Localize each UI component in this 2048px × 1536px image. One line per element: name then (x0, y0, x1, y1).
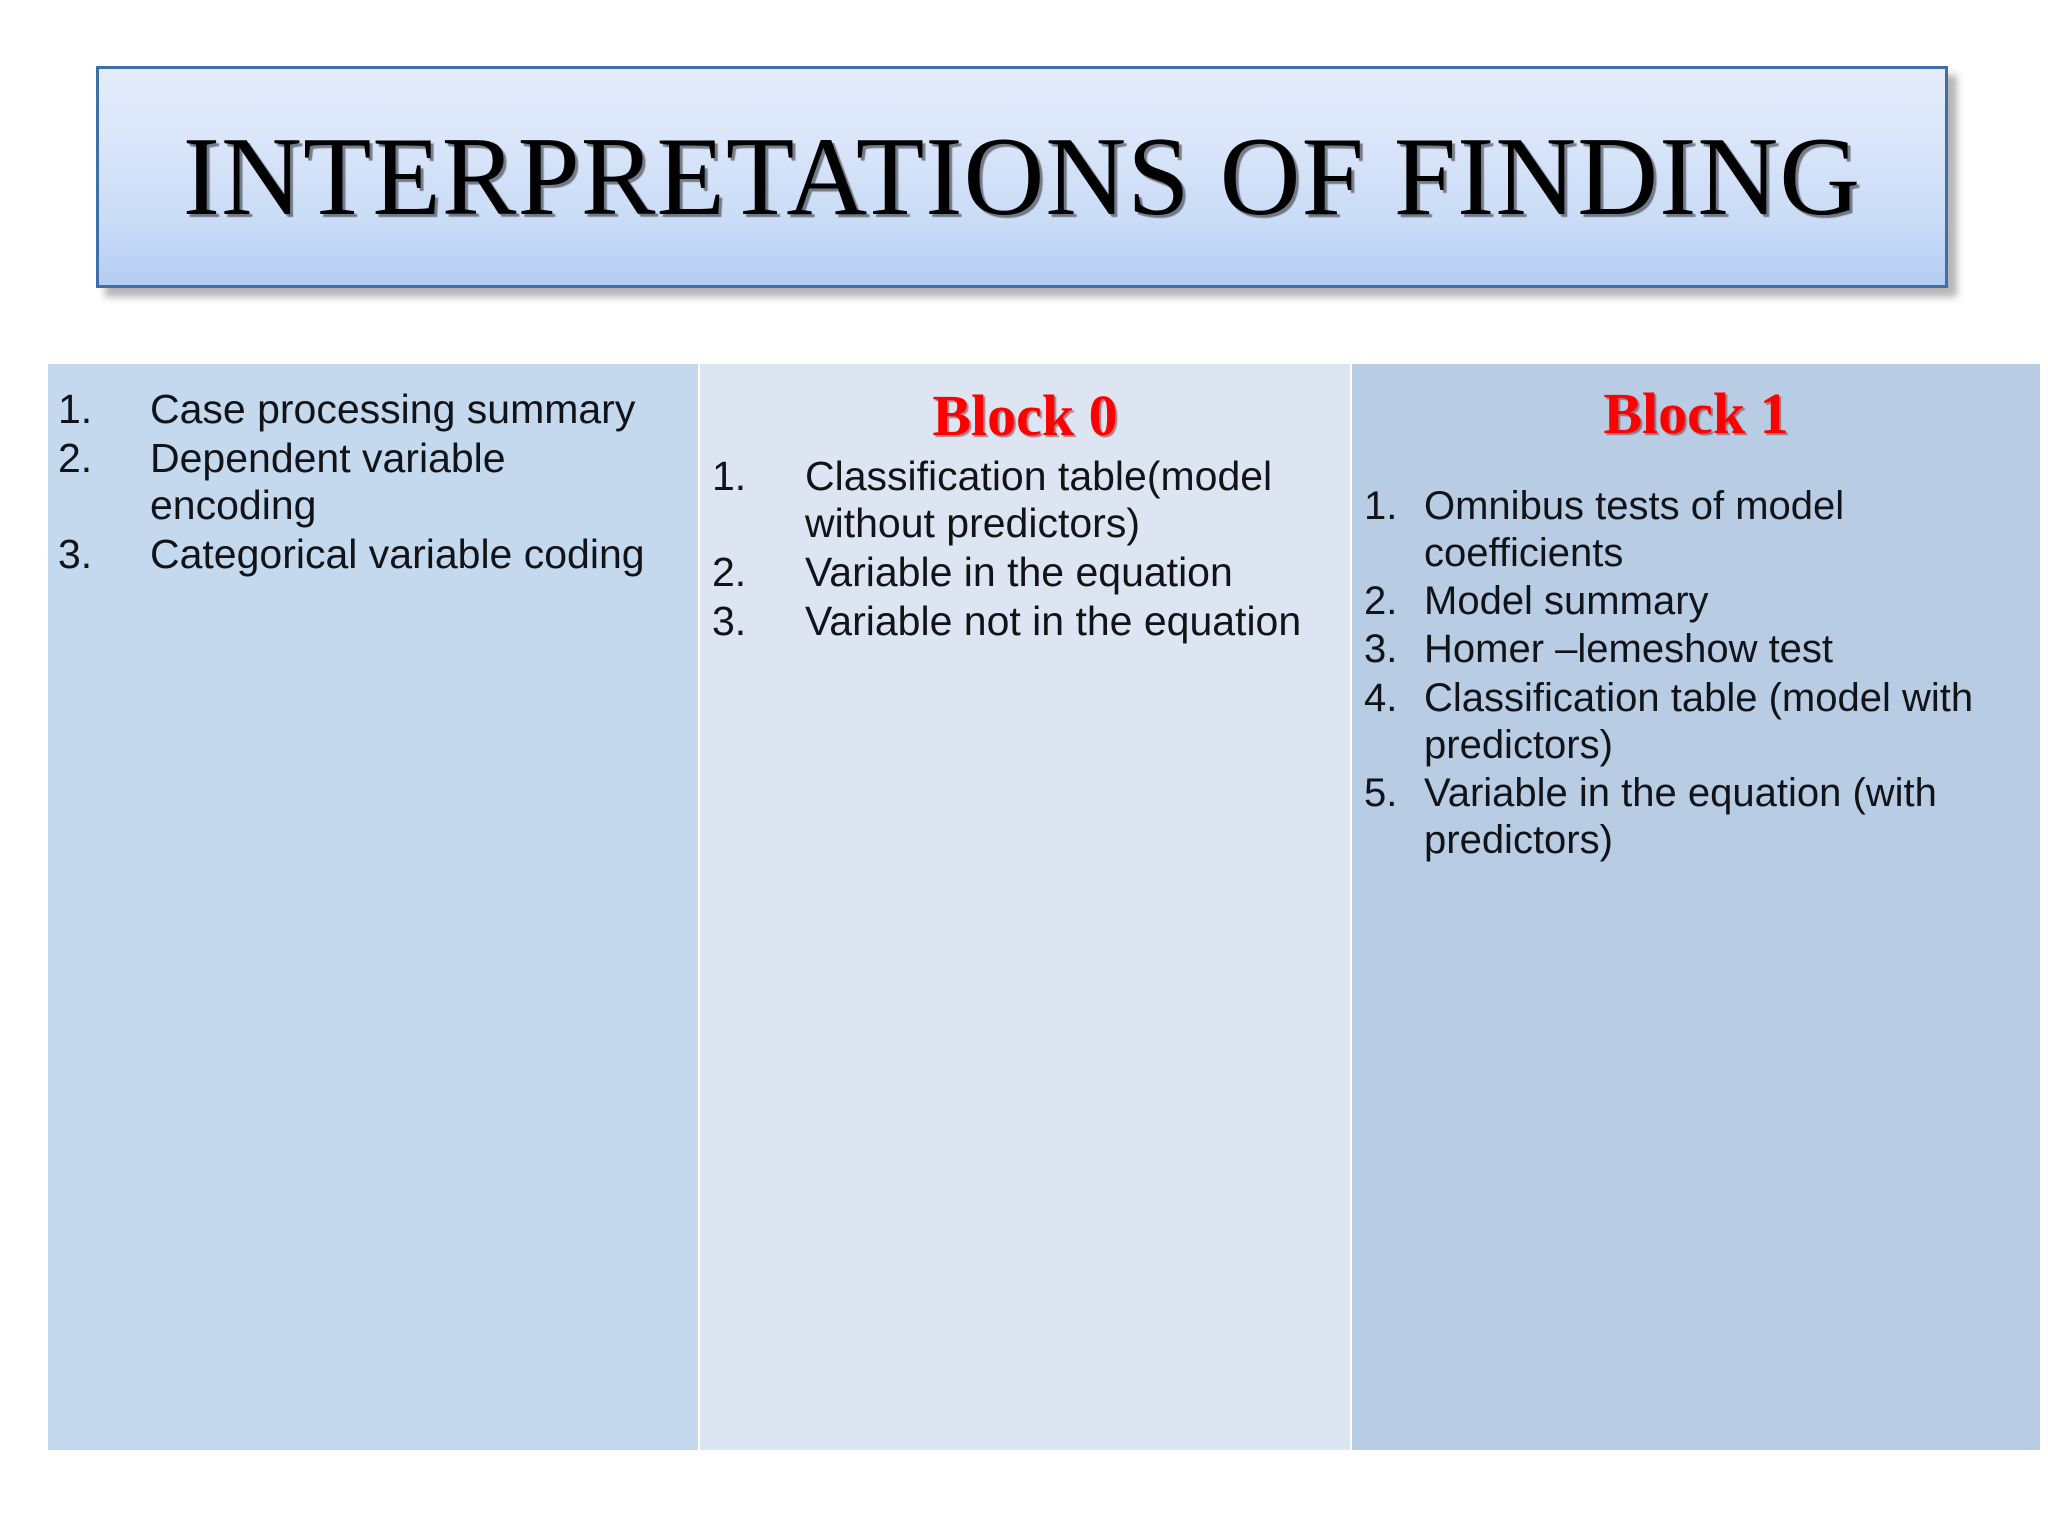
list-marker: 1. (1364, 483, 1398, 528)
list-marker: 1. (712, 452, 747, 499)
list-column-1: 1. Case processing summary 2. Dependent … (48, 364, 698, 578)
list-item: 3. Homer –lemeshow test (1364, 626, 2026, 673)
list-item: 1. Case processing summary (58, 386, 680, 434)
list-column-2: 1. Classification table(model without pr… (700, 447, 1350, 645)
list-item-label: Case processing summary (150, 386, 636, 432)
list-item-label: Dependent variable encoding (150, 434, 506, 529)
list-item: 2. Model summary (1364, 578, 2026, 625)
content-columns: 1. Case processing summary 2. Dependent … (48, 364, 2040, 1450)
list-item: 1. Omnibus tests of model coefficients (1364, 483, 2026, 577)
list-item: 2. Variable in the equation (712, 549, 1328, 597)
list-item-label: Variable in the equation (805, 548, 1233, 595)
list-marker: 2. (1364, 579, 1398, 624)
list-marker: 3. (1364, 627, 1398, 672)
list-item-label: Categorical variable coding (150, 530, 645, 577)
list-item-label: Model summary (1424, 579, 1709, 624)
column-heading-block-1: Block 1 (1603, 381, 1789, 446)
list-item-label: Homer –lemeshow test (1424, 627, 1834, 672)
slide-title-banner: INTERPRETATIONS OF FINDING (96, 66, 1948, 288)
list-item: 5. Variable in the equation (with predic… (1364, 770, 2026, 864)
list-column-3: 1. Omnibus tests of model coefficients 2… (1352, 445, 2040, 865)
list-marker: 1. (58, 386, 93, 432)
column-heading-block-0: Block 0 (932, 383, 1118, 448)
list-item-label: Variable not in the equation (805, 597, 1302, 644)
list-marker: 4. (1364, 675, 1398, 720)
list-item-label: Omnibus tests of model coefficients (1424, 483, 1845, 576)
list-marker: 5. (1364, 771, 1398, 816)
column-case-processing: 1. Case processing summary 2. Dependent … (48, 364, 698, 1450)
list-item: 3. Categorical variable coding (58, 531, 680, 579)
list-item: 1. Classification table(model without pr… (712, 453, 1328, 548)
list-marker: 2. (58, 434, 93, 481)
list-marker: 2. (712, 548, 747, 595)
list-marker: 3. (712, 597, 747, 644)
list-item-label: Classification table(model without predi… (805, 452, 1273, 547)
page-title: INTERPRETATIONS OF FINDING (182, 115, 1862, 239)
list-item-label: Variable in the equation (with predictor… (1424, 771, 1937, 863)
list-marker: 3. (58, 530, 93, 577)
list-item: 3. Variable not in the equation (712, 598, 1328, 646)
column-block-1: Block 1 1. Omnibus tests of model coeffi… (1352, 364, 2040, 1450)
list-item-label: Classification table (model with predict… (1424, 675, 1974, 767)
list-item: 2. Dependent variable encoding (58, 435, 680, 530)
list-item: 4. Classification table (model with pred… (1364, 675, 2026, 769)
column-block-0: Block 0 1. Classification table(model wi… (698, 364, 1352, 1450)
